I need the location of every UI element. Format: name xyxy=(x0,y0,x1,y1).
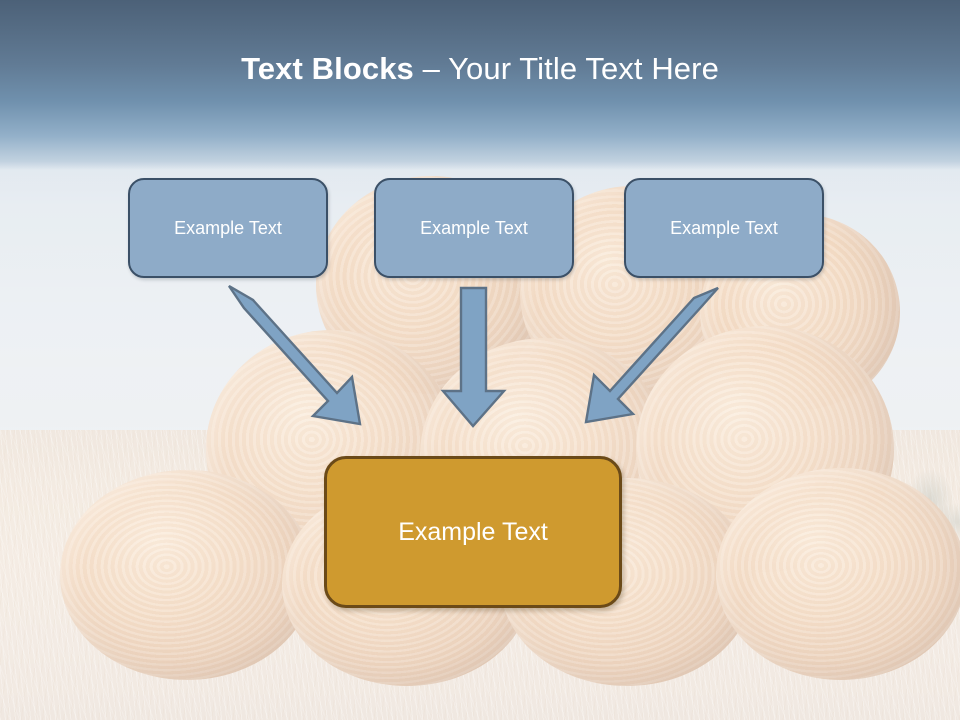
text-block-1-label: Example Text xyxy=(174,217,282,238)
header-sky-band xyxy=(0,0,960,170)
text-block-3[interactable]: Example Text xyxy=(624,178,824,278)
text-block-2-label: Example Text xyxy=(420,217,528,238)
page-title-bold: Text Blocks xyxy=(241,51,414,86)
hay-bale xyxy=(60,470,314,680)
result-block[interactable]: Example Text xyxy=(324,456,622,608)
page-title: Text Blocks – Your Title Text Here xyxy=(0,50,960,88)
page-title-separator: – xyxy=(413,51,449,86)
text-block-2[interactable]: Example Text xyxy=(374,178,574,278)
result-block-label: Example Text xyxy=(398,517,548,546)
page-title-light: Your Title Text Here xyxy=(448,51,719,86)
text-block-3-label: Example Text xyxy=(670,217,778,238)
hay-bale xyxy=(716,468,960,680)
text-block-1[interactable]: Example Text xyxy=(128,178,328,278)
